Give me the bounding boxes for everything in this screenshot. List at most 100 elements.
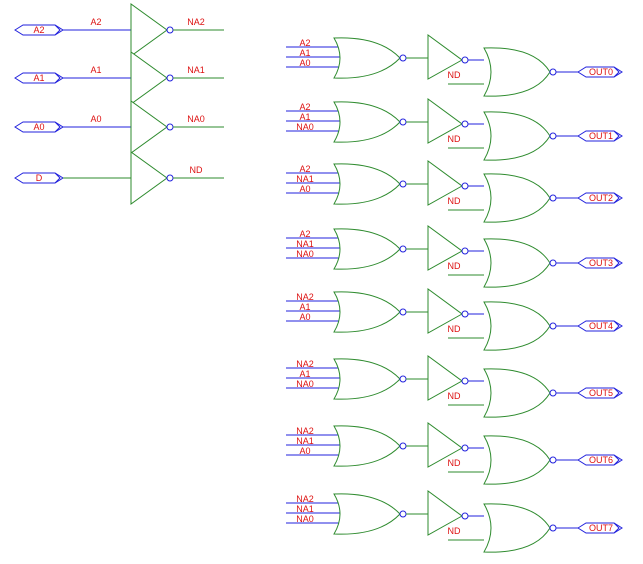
output-port-out3-label: OUT3 xyxy=(589,258,613,268)
row-4-inverter-gate xyxy=(427,288,463,334)
row-0-output-gate xyxy=(483,47,551,97)
output-port-out6: OUT6 xyxy=(577,454,623,466)
row-6-inverter-gate xyxy=(427,422,463,468)
row-0-inverter-gate xyxy=(427,34,463,80)
row-4-nor-gate xyxy=(333,291,401,333)
output-port-out7-label: OUT7 xyxy=(589,523,613,533)
row-0-input-label-0: A2 xyxy=(299,38,310,48)
output-port-out6-arrow xyxy=(613,454,620,466)
input-port-a1-label: A1 xyxy=(33,73,44,83)
output-port-out6-shape xyxy=(577,454,623,466)
row-5-inverter-gate xyxy=(427,355,463,401)
row-3-output-bubble xyxy=(549,259,557,267)
row-7-inverter-bubble xyxy=(461,512,469,520)
output-port-out1-arrow xyxy=(613,130,620,142)
row-1-input-label-1: A1 xyxy=(299,112,310,122)
input-wire-label-1: A1 xyxy=(90,65,101,75)
row-0-input-label-2: A0 xyxy=(299,58,310,68)
row-7-input-label-0: NA2 xyxy=(296,494,314,504)
row-5-nor-gate xyxy=(333,358,401,400)
row-3-enable-label: ND xyxy=(448,261,461,271)
inverter-gate-0 xyxy=(130,3,168,57)
row-6-enable-label: ND xyxy=(448,458,461,468)
row-4-output-gate xyxy=(483,301,551,351)
input-port-d: D xyxy=(14,172,64,184)
row-0-inverter-bubble xyxy=(461,56,469,64)
output-port-out4-label: OUT4 xyxy=(589,321,613,331)
row-5-nor-bubble xyxy=(399,375,407,383)
output-port-out1: OUT1 xyxy=(577,130,623,142)
row-4-input-label-2: A0 xyxy=(299,312,310,322)
row-3-input-label-0: A2 xyxy=(299,229,310,239)
row-2-input-label-1: NA1 xyxy=(296,174,314,184)
output-port-out5-label: OUT5 xyxy=(589,388,613,398)
row-3-nor-gate xyxy=(333,228,401,270)
output-port-out1-label: OUT1 xyxy=(589,131,613,141)
output-port-out5-shape xyxy=(577,387,623,399)
row-4-nor-bubble xyxy=(399,308,407,316)
inverter-output-label-3: ND xyxy=(190,165,203,175)
row-0-enable-label: ND xyxy=(448,70,461,80)
output-port-out3: OUT3 xyxy=(577,257,623,269)
row-1-input-label-2: NA0 xyxy=(296,122,314,132)
row-2-output-bubble xyxy=(549,194,557,202)
output-port-out2-shape xyxy=(577,192,623,204)
output-port-out7: OUT7 xyxy=(577,522,623,534)
row-2-output-gate xyxy=(483,173,551,223)
row-0-nor-gate xyxy=(333,37,401,79)
row-0-output-bubble xyxy=(549,68,557,76)
inverter-output-label-1: NA1 xyxy=(187,65,205,75)
output-port-out5-arrow xyxy=(613,387,620,399)
input-port-a2-label: A2 xyxy=(33,25,44,35)
row-4-enable-label: ND xyxy=(448,324,461,334)
inverter-bubble-2 xyxy=(166,123,174,131)
row-5-enable-label: ND xyxy=(448,391,461,401)
output-port-out2: OUT2 xyxy=(577,192,623,204)
inverter-gate-3 xyxy=(130,151,168,205)
input-port-a1-arrow xyxy=(54,72,61,84)
row-3-input-label-2: NA0 xyxy=(296,249,314,259)
row-1-input-label-0: A2 xyxy=(299,102,310,112)
row-3-inverter-bubble xyxy=(461,247,469,255)
row-2-inverter-bubble xyxy=(461,182,469,190)
inverter-gate-1 xyxy=(130,51,168,105)
output-port-out2-arrow xyxy=(613,192,620,204)
inverter-output-label-2: NA0 xyxy=(187,114,205,124)
row-5-inverter-bubble xyxy=(461,377,469,385)
inverter-bubble-0 xyxy=(166,26,174,34)
row-6-nor-gate xyxy=(333,425,401,467)
input-port-a2: A2 xyxy=(14,24,64,36)
row-1-inverter-gate xyxy=(427,98,463,144)
row-1-inverter-bubble xyxy=(461,120,469,128)
row-6-input-label-1: NA1 xyxy=(296,436,314,446)
input-port-a0-label: A0 xyxy=(33,122,44,132)
row-6-nor-bubble xyxy=(399,442,407,450)
row-5-input-label-2: NA0 xyxy=(296,379,314,389)
output-port-out2-label: OUT2 xyxy=(589,193,613,203)
row-3-output-gate xyxy=(483,238,551,288)
row-1-output-bubble xyxy=(549,132,557,140)
row-4-output-bubble xyxy=(549,322,557,330)
inverter-bubble-3 xyxy=(166,174,174,182)
input-port-d-label: D xyxy=(36,173,43,183)
row-6-output-bubble xyxy=(549,456,557,464)
output-port-out4: OUT4 xyxy=(577,320,623,332)
row-2-inverter-gate xyxy=(427,160,463,206)
output-port-out3-shape xyxy=(577,257,623,269)
row-6-inverter-bubble xyxy=(461,444,469,452)
output-port-out3-arrow xyxy=(613,257,620,269)
input-port-a1: A1 xyxy=(14,72,64,84)
row-7-output-gate xyxy=(483,503,551,553)
output-port-out6-label: OUT6 xyxy=(589,455,613,465)
input-port-a0: A0 xyxy=(14,121,64,133)
row-3-input-label-1: NA1 xyxy=(296,239,314,249)
row-1-enable-label: ND xyxy=(448,134,461,144)
row-7-input-label-1: NA1 xyxy=(296,504,314,514)
